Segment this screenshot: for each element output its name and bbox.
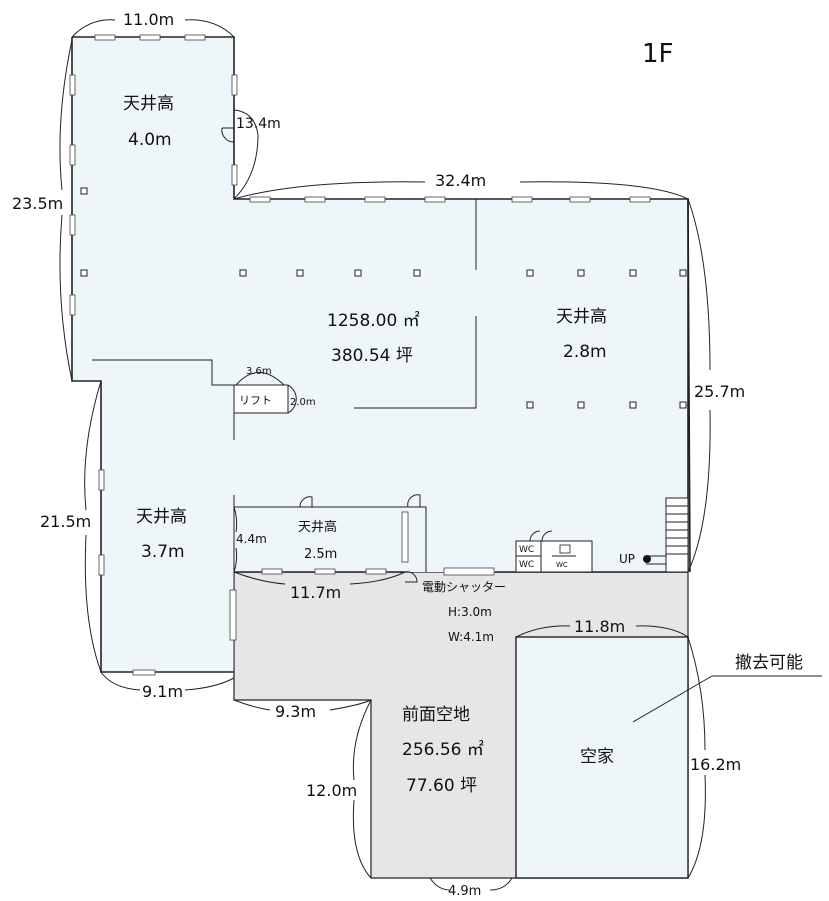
ceiling-height-title: 天井高 xyxy=(123,94,174,114)
dim-text: 23.5m xyxy=(12,194,63,213)
door-swing xyxy=(299,496,313,508)
vacant-house-area xyxy=(515,636,689,879)
dim-text: 9.1m xyxy=(142,682,183,701)
shutter-height: H:3.0m xyxy=(448,605,492,619)
partition-wall xyxy=(354,316,477,409)
wc-label: WC xyxy=(556,561,568,569)
dim-text: 9.3m xyxy=(275,702,316,721)
shutter-width: W:4.1m xyxy=(448,630,494,644)
dim-text: 25.7m xyxy=(694,382,745,401)
door-swing xyxy=(407,494,421,508)
front-lot-sqm: 256.56 ㎡ xyxy=(402,740,484,760)
total-area-sqm: 1258.00 ㎡ xyxy=(327,311,420,331)
wc-label: WC xyxy=(519,545,534,555)
wall-right-thick xyxy=(687,198,691,573)
floor-label: 1F xyxy=(642,39,674,69)
windows xyxy=(69,34,651,676)
small-room-wall xyxy=(234,506,427,572)
lift-label: リフト xyxy=(239,394,272,407)
building-interior xyxy=(72,37,688,672)
dim-text: 13.4m xyxy=(236,116,281,132)
columns xyxy=(80,187,687,409)
wc-block xyxy=(515,530,593,573)
dim-text: 12.0m xyxy=(306,781,357,800)
dim-text: 2.0m xyxy=(290,397,316,408)
door-swing xyxy=(221,127,235,143)
lift-box xyxy=(233,384,289,414)
ceiling-height-title: 天井高 xyxy=(136,507,187,527)
ceiling-height-value: 3.7m xyxy=(141,542,185,562)
dim-text: 4.4m xyxy=(236,532,267,546)
wc-label: WC xyxy=(519,560,534,570)
ceiling-height-value: 2.8m xyxy=(563,342,607,362)
dim-text: 11.8m xyxy=(574,617,625,636)
ceiling-height-title: 天井高 xyxy=(298,519,337,535)
dim-text: 16.2m xyxy=(690,755,741,774)
ceiling-height-value: 4.0m xyxy=(128,130,172,150)
ceiling-height-value: 2.5m xyxy=(304,547,337,562)
dim-text: 32.4m xyxy=(435,171,486,190)
dim-text: 21.5m xyxy=(40,512,91,531)
shutter-label: 電動シャッター xyxy=(422,580,506,594)
ceiling-height-title: 天井高 xyxy=(556,307,607,327)
removable-label: 撤去可能 xyxy=(735,653,803,673)
total-area-tsubo: 380.54 坪 xyxy=(331,346,413,366)
lift-dim-arc xyxy=(235,372,285,386)
front-lot-tsubo: 77.60 坪 xyxy=(406,776,477,796)
dimension-lines xyxy=(59,19,711,891)
stairs-up-label: UP xyxy=(619,552,635,566)
dim-text: 4.9m xyxy=(448,884,481,899)
lift-door-arc xyxy=(287,384,297,414)
vacant-house-label: 空家 xyxy=(580,747,614,767)
electric-shutter xyxy=(443,567,495,576)
dim-text: 11.0m xyxy=(123,10,174,29)
front-lot-title: 前面空地 xyxy=(402,705,470,725)
dim-text: 3.6m xyxy=(246,366,272,377)
dim-text: 11.7m xyxy=(290,583,341,602)
stairs xyxy=(643,497,689,573)
removable-leader-line xyxy=(632,675,713,723)
door-swing xyxy=(404,571,418,583)
